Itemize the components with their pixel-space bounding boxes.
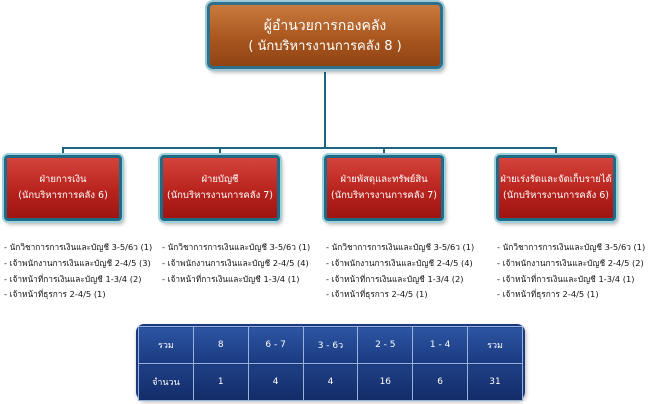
summary-cell: 4 — [247, 363, 304, 401]
staff-list-accounting: - นักวิชาการการเงินและบัญชี 3-5/6ว (1) -… — [162, 240, 310, 287]
summary-row-levels: รวม 8 6 - 7 3 - 6ว 2 - 5 1 - 4 รวม — [138, 326, 523, 364]
dept-finance-box: ฝ่ายการเงิน (นักบริหารการคลัง 6) — [4, 155, 122, 221]
summary-cell: 6 - 7 — [247, 326, 304, 364]
dept-revenue-head: (นักบริหารงานการคลัง 6) — [502, 190, 610, 201]
summary-row-counts: จำนวน 1 4 4 16 6 31 — [138, 363, 523, 401]
staff-item: - นักวิชาการการเงินและบัญชี 3-5/6ว (1) — [497, 242, 646, 252]
staff-item: - เจ้าหน้าที่การเงินและบัญชี 1-3/4 (1) — [162, 273, 300, 284]
staff-item: - เจ้าหน้าที่การเงินและบัญชี 1-3/4 (2) — [4, 273, 142, 284]
summary-cell: 1 — [192, 363, 249, 401]
staff-list-supplies: - นักวิชาการการเงินและบัญชี 3-5/6ว (1) -… — [326, 240, 474, 303]
director-subtitle: ( นักบริหารงานการคลัง 8 ) — [248, 38, 402, 54]
dept-accounting-head: (นักบริหารงานการคลัง 7) — [166, 190, 274, 201]
staff-item: - เจ้าหน้าที่ธุรการ 2-4/5 (1) — [4, 289, 106, 300]
connector-dept-1 — [62, 147, 64, 157]
dept-supplies-name: ฝ่ายพัสดุและทรัพย์สิน — [340, 174, 428, 185]
summary-cell: รวม — [138, 326, 194, 364]
staff-item: - เจ้าหน้าที่ธุรการ 2-4/5 (1) — [497, 289, 599, 300]
summary-cell: 1 - 4 — [412, 326, 469, 364]
connector-dept-2 — [219, 147, 221, 157]
staff-item: - เจ้าพนักงานการเงินและบัญชี 2-4/5 (3) — [4, 257, 151, 268]
dept-supplies-head: (นักบริหารงานการคลัง 7) — [330, 190, 438, 201]
dept-finance-name: ฝ่ายการเงิน — [39, 174, 87, 185]
director-title: ผู้อำนวยการกองคลัง — [263, 17, 387, 34]
staff-list-revenue: - นักวิชาการการเงินและบัญชี 3-5/6ว (1) -… — [497, 240, 645, 303]
dept-finance-head: (นักบริหารการคลัง 6) — [18, 190, 108, 201]
staff-item: - นักวิชาการการเงินและบัญชี 3-5/6ว (1) — [326, 242, 475, 252]
dept-supplies-box: ฝ่ายพัสดุและทรัพย์สิน (นักบริหารงานการคล… — [324, 155, 444, 221]
summary-cell: 6 — [412, 363, 469, 401]
staff-item: - เจ้าพนักงานการเงินและบัญชี 2-4/5 (4) — [162, 257, 309, 268]
connector-horizontal — [62, 147, 556, 149]
connector-dept-4 — [555, 147, 557, 157]
summary-cell: จำนวน — [138, 363, 194, 401]
staff-item: - เจ้าหน้าที่ธุรการ 2-4/5 (1) — [326, 289, 428, 300]
staff-item: - นักวิชาการการเงินและบัญชี 3-5/6ว (1) — [4, 242, 153, 252]
dept-accounting-box: ฝ่ายบัญชี (นักบริหารงานการคลัง 7) — [160, 155, 280, 221]
summary-cell: 3 - 6ว — [302, 326, 359, 364]
director-box: ผู้อำนวยการกองคลัง ( นักบริหารงานการคลัง… — [207, 2, 443, 69]
staff-item: - เจ้าพนักงานการเงินและบัญชี 2-4/5 (4) — [326, 257, 473, 268]
staff-list-finance: - นักวิชาการการเงินและบัญชี 3-5/6ว (1) -… — [4, 240, 152, 303]
summary-cell: 8 — [192, 326, 249, 364]
connector-dept-3 — [383, 147, 385, 157]
dept-accounting-name: ฝ่ายบัญชี — [201, 174, 239, 185]
summary-cell: 31 — [467, 363, 523, 401]
summary-cell: รวม — [467, 326, 523, 364]
dept-revenue-box: ฝ่ายเร่งรัดและจัดเก็บรายได้ (นักบริหารงา… — [496, 155, 616, 221]
staff-item: - นักวิชาการการเงินและบัญชี 3-5/6ว (1) — [162, 242, 311, 252]
summary-cell: 2 - 5 — [357, 326, 414, 364]
dept-revenue-name: ฝ่ายเร่งรัดและจัดเก็บรายได้ — [500, 174, 612, 185]
connector-trunk — [324, 72, 326, 148]
summary-table: รวม 8 6 - 7 3 - 6ว 2 - 5 1 - 4 รวม จำนวน… — [138, 326, 523, 401]
summary-cell: 4 — [302, 363, 359, 401]
staff-item: - เจ้าหน้าที่การเงินและบัญชี 1-3/4 (1) — [497, 273, 635, 284]
staff-item: - เจ้าหน้าที่การเงินและบัญชี 1-3/4 (2) — [326, 273, 464, 284]
summary-cell: 16 — [357, 363, 414, 401]
staff-item: - เจ้าพนักงานการเงินและบัญชี 2-4/5 (2) — [497, 257, 644, 268]
